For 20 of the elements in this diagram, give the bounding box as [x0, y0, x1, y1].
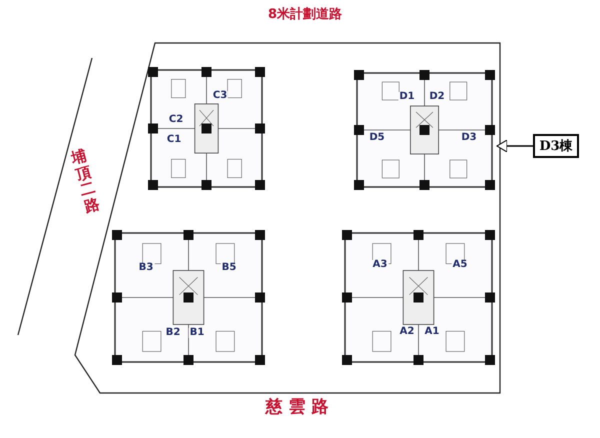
road-name-label: 埔頂二路	[70, 147, 102, 215]
unit-label: A3	[372, 260, 388, 270]
unit-label: B5	[220, 263, 238, 273]
unit-label: B2	[164, 328, 182, 338]
unit-label: D2	[428, 92, 446, 102]
road-name-label: 8米計劃道路	[266, 8, 344, 22]
unit-label: D5	[368, 133, 386, 143]
unit-label: D3	[460, 133, 478, 143]
unit-label: C3	[212, 91, 228, 101]
building-tag-box: D3棟	[533, 134, 579, 158]
unit-label: C2	[168, 115, 184, 125]
unit-label: A1	[424, 327, 440, 337]
unit-label: A2	[398, 327, 416, 337]
arrow	[496, 140, 533, 152]
road-name-label: 慈雲路	[264, 398, 336, 417]
unit-label: B3	[138, 263, 154, 273]
unit-label: C1	[166, 135, 182, 145]
unit-label: D1	[398, 92, 416, 102]
unit-label: A5	[452, 260, 468, 270]
unit-label: B1	[188, 328, 206, 338]
